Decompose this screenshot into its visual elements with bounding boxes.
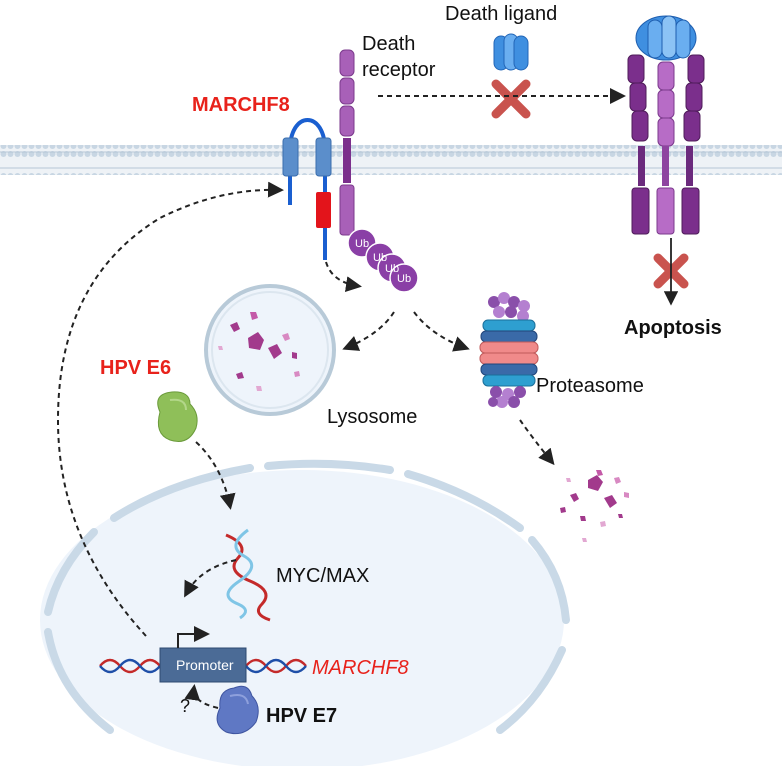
promoter-box xyxy=(159,647,247,683)
arrow-gene-to-marchf8 xyxy=(56,181,284,637)
hpv-e7-label: HPV E7 xyxy=(266,705,337,727)
marchf8-gene-label: MARCHF8 xyxy=(312,657,409,679)
marchf8-membrane-label: MARCHF8 xyxy=(192,94,290,116)
ubiquitin-chain xyxy=(347,228,419,293)
hpv-e7-icon xyxy=(216,685,259,735)
hpv-e6-icon xyxy=(157,391,198,442)
dna-strand xyxy=(99,658,307,674)
lysosome xyxy=(204,284,336,416)
ub-label-1: Ub xyxy=(355,238,369,250)
death-receptor xyxy=(339,49,355,236)
death-ligand-icon xyxy=(493,33,529,71)
ub-label-3: Ub xyxy=(385,263,399,275)
arrow-e7-to-promoter xyxy=(184,684,219,709)
myc-max-helix xyxy=(225,528,271,622)
arrow-ub-to-lysosome xyxy=(342,311,395,351)
nucleus xyxy=(40,459,570,766)
hpv-e6-label: HPV E6 xyxy=(100,357,171,379)
transcription-start-arrow xyxy=(177,626,210,648)
death-receptor-label-line2: receptor xyxy=(362,59,436,81)
ub-label-4: Ub xyxy=(397,273,411,285)
arrow-proteasome-to-fragments xyxy=(519,419,555,466)
question-mark-label: ? xyxy=(180,696,190,716)
arrow-e6-to-mycmax xyxy=(195,441,236,510)
proteasome-label: Proteasome xyxy=(536,375,644,397)
receptor-ligand-complex xyxy=(627,15,705,235)
arrow-receptor-to-ub xyxy=(325,261,362,293)
marchf8-protein xyxy=(282,118,332,260)
death-receptor-label-line1: Death xyxy=(362,33,415,55)
lysosome-label: Lysosome xyxy=(327,406,417,428)
cell-membrane xyxy=(0,145,782,175)
pathway-arrows xyxy=(56,88,626,709)
proteasome xyxy=(479,292,539,408)
death-ligand-label: Death ligand xyxy=(445,3,557,25)
arrow-ub-to-proteasome xyxy=(413,311,470,352)
inhibit-x-icon xyxy=(491,79,531,119)
ub-label-2: Ub xyxy=(373,252,387,264)
myc-max-label: MYC/MAX xyxy=(276,565,369,587)
promoter-label: Promoter xyxy=(176,657,234,673)
peptide-fragments xyxy=(560,470,629,542)
arrow-mycmax-to-promoter xyxy=(184,559,237,598)
apoptosis-label: Apoptosis xyxy=(624,317,722,339)
